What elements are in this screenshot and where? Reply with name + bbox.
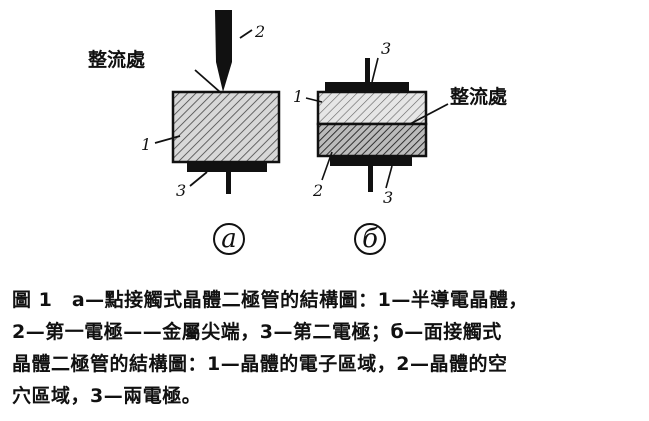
leader-wire-a [239,29,253,39]
electron-region [316,90,428,126]
hole-region [316,122,428,158]
top-electrode-b [325,82,409,92]
panel-b-marker [354,223,386,255]
panel-b-label: б [362,224,378,254]
callout-electrode-a: 3 [176,181,186,200]
leader-rectifier-a [194,69,221,93]
bottom-electrode-a [187,162,267,172]
callout-body-a: 1 [141,135,151,154]
leader-electrode-a [189,171,208,187]
panel-b-diagram: 整流處 3 1 2 3 б [293,39,508,255]
bottom-lead-b [368,166,373,192]
leader-rectifier-b [409,103,449,125]
diode-structure-figure: 整流處 2 1 3 a 整流處 3 1 2 3 б [88,10,508,255]
leader-bottom-electrode-b [385,165,393,189]
rectifier-label-b: 整流處 [450,85,508,108]
caption-line: 晶體二極管的結構圖：1—晶體的電子區域，2—晶體的空 [12,353,508,375]
leader-body-b [305,97,323,103]
callout-wire-a: 2 [254,22,265,41]
rectifier-label-a: 整流處 [88,48,146,71]
caption-line: 2—第一電極——金屬尖端，3—第二電極；б—面接觸式 [12,321,502,343]
caption-line: 穴區域，3—兩電極。 [12,385,202,407]
panel-a-marker [213,223,245,255]
figure-caption: 圖 1 a—點接觸式晶體二極管的結構圖：1—半導電晶體， 2—第一電極——金屬尖… [12,284,642,412]
leader-top-electrode-b [371,57,379,83]
bottom-lead-a [226,172,231,194]
caption-line: 圖 1 a—點接觸式晶體二極管的結構圖：1—半導電晶體， [12,289,528,311]
callout-region-bottom-b: 2 [312,181,323,200]
leader-body-a [154,135,181,144]
leader-region-bottom-b [321,151,333,181]
metal-needle [215,10,232,92]
panel-a-diagram: 整流處 2 1 3 a [88,10,281,255]
callout-bottom-electrode-b: 3 [383,188,393,207]
semiconductor-crystal-a [171,90,281,164]
bottom-electrode-b [330,156,412,166]
callout-top-electrode-b: 3 [381,39,391,58]
top-lead-b [365,58,370,82]
callout-body-b: 1 [293,87,303,106]
panel-a-label: a [221,224,237,254]
